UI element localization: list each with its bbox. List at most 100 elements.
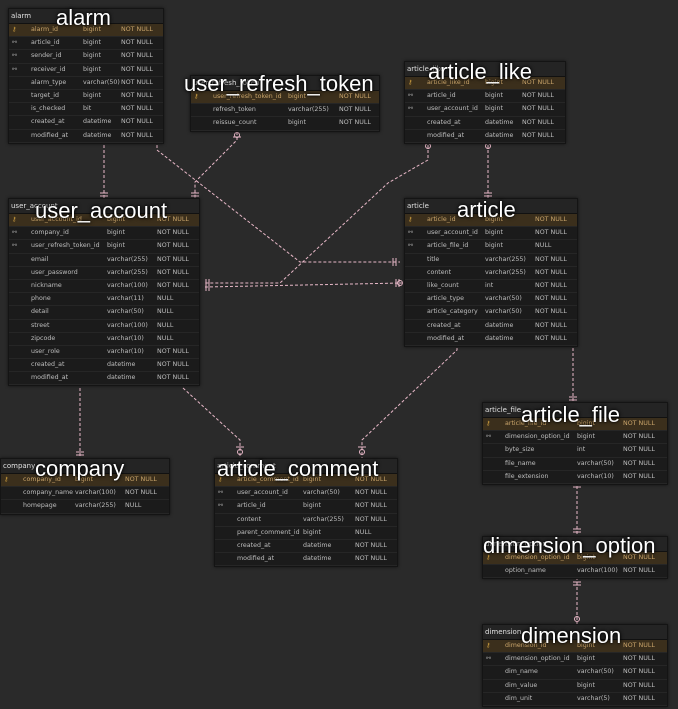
column-type: varchar(10) [107, 334, 144, 342]
table-header[interactable]: article_file [483, 403, 667, 418]
table-header[interactable]: article [405, 199, 577, 214]
column-nullability: NULL [157, 295, 174, 303]
column-type: bigint [83, 26, 101, 33]
foreign-key-icon: ⚯ [408, 242, 414, 250]
table-header[interactable]: user_refresh_token [191, 76, 379, 91]
column-nullability: NOT NULL [125, 476, 157, 483]
column-name: user_refresh_token_id [31, 242, 100, 250]
column-nullability: NOT NULL [623, 554, 655, 561]
table-user-refresh-token[interactable]: user_refresh_token⚷user_refresh_token_id… [190, 75, 380, 132]
link-article-comment [361, 338, 458, 458]
primary-key-icon: ⚷ [408, 79, 413, 86]
column-name: modified_at [31, 374, 69, 382]
foreign-key-icon: ⚯ [486, 433, 492, 441]
column-nullability: NOT NULL [535, 334, 567, 342]
foreign-key-icon: ⚯ [408, 229, 414, 237]
table-header[interactable]: dimension [483, 625, 667, 640]
table-header[interactable]: article_like [405, 62, 565, 77]
table-header[interactable]: alarm [9, 9, 163, 24]
column-name: file_extension [505, 472, 549, 480]
table-header[interactable]: user_account [9, 199, 199, 214]
table-header[interactable]: article_comment [215, 459, 397, 474]
column-type: bigint [107, 229, 125, 237]
table-header[interactable]: dimension_option [483, 537, 667, 552]
column-nullability: NOT NULL [522, 105, 554, 113]
table-header[interactable]: company [1, 459, 169, 474]
column-nullability: NOT NULL [121, 118, 153, 126]
column-nullability: NOT NULL [355, 555, 387, 563]
